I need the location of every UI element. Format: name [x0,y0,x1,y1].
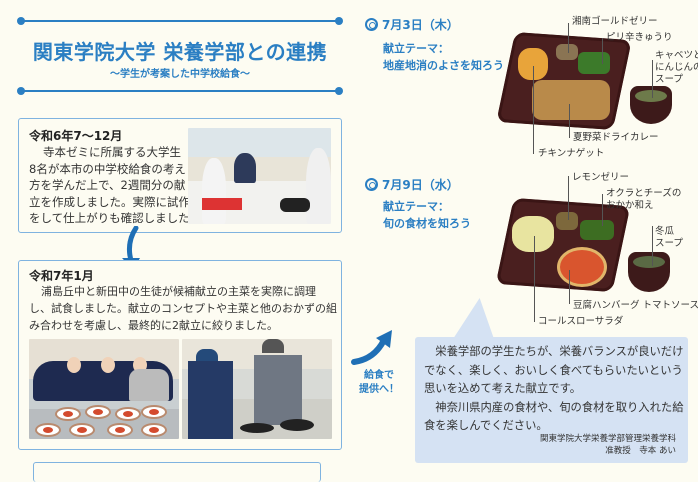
menu2-item-soup: 冬瓜 スープ [655,226,683,249]
double-circle-icon [365,18,378,31]
step1-line: 方を学んだ上で、2週間分の献 [29,178,186,192]
serve-caption: 給食で 提供へ！ [359,370,399,395]
speech-bubble-tail [452,298,510,340]
next-box [33,462,321,482]
menu1-date-text: 7月3日（木） [382,18,459,32]
menu1-item-nugget: チキンナゲット [538,148,605,159]
menu1-item-soup: キャベツと にんじんの スープ [655,50,698,85]
step2-date: 令和7年1月 [29,269,94,283]
menu1-item-cucumber: ピリ辛きゅうり [606,32,673,43]
step1-line: をして仕上がりも確認しました。 [29,211,202,225]
menu2-theme: 献立テーマ： 旬の食材を知ろう [383,198,471,232]
students-tasting-photo [29,339,179,439]
message-text: 栄養学部の学生たちが、栄養バランスが良いだけでなく、楽しく、おいしく食べてもらい… [424,343,686,436]
step2-line: し、試食しました。献立のコンセプトや主菜と他のおかずの組 [29,302,337,315]
step2-box: 令和7年1月 浦島丘中と新田中の生徒が候補献立の主菜を実際に調理 し、試食しまし… [18,260,342,450]
message-affiliation: 関東学院大学栄養学部管理栄養学科 [539,434,676,444]
step1-line: 立を作成しました。実際に試作 [29,194,190,209]
menu1-item-curry: 夏野菜ドライカレー [573,132,659,143]
step1-line: 寺本ゼミに所属する大学生 [43,145,181,159]
message-author: 准教授 寺本 あい [605,446,676,456]
step1-box: 令和6年7～12月 寺本ゼミに所属する大学生 8名が本市の中学校給食の考え 方を… [18,118,342,233]
message-bubble: 関東学院大学栄養学部管理栄養学科 准教授 寺本 あい [415,337,688,463]
menu2-item-hamburg: 豆腐ハンバーグ トマトソース [573,300,698,311]
menu1-theme-label: 献立テーマ： [383,42,449,55]
menu1-date: 7月3日（木） [365,16,459,33]
menu2-item-okra: オクラとチーズの おかか和え [606,188,682,211]
double-circle-icon [365,178,378,191]
menu1-item-jelly: 湘南ゴールドゼリー [572,16,658,27]
menu2-theme-label: 献立テーマ： [383,200,449,213]
step2-line: 浦島丘中と新田中の生徒が候補献立の主菜を実際に調理 [41,285,316,298]
step2-line: み合わせを考慮し、最終的に2献立に絞りました。 [29,319,278,332]
students-cooking-photo [182,339,332,439]
menu1-theme: 献立テーマ： 地産地消のよさを知ろう [383,40,504,74]
menu2-date: 7月9日（水） [365,176,459,193]
students-meeting-photo [188,128,331,224]
menu2-item-salad: コールスローサラダ [538,316,624,327]
header-rule-top [17,17,343,25]
page-title: 関東学院大学 栄養学部との連携 [32,40,328,64]
step1-date: 令和6年7～12月 [29,129,123,143]
menu2-date-text: 7月9日（水） [382,178,459,192]
arrow-up-right-icon [351,330,392,365]
message-paragraph: 栄養学部の学生たちが、栄養バランスが良いだけでなく、楽しく、おいしく食べてもらい… [424,345,684,396]
menu2-item-jelly: レモンゼリー [572,172,630,183]
message-paragraph: 神奈川県内産の食材や、旬の食材を取り入れた給食を楽しんでください。 [424,400,684,433]
menu2-theme-text: 旬の食材を知ろう [383,217,471,230]
step1-line: 8名が本市の中学校給食の考え [29,161,186,176]
menu1-theme-text: 地産地消のよさを知ろう [383,59,504,72]
header-rule-bottom [17,87,343,95]
page-subtitle: ～学生が考案した中学校給食～ [110,69,250,80]
